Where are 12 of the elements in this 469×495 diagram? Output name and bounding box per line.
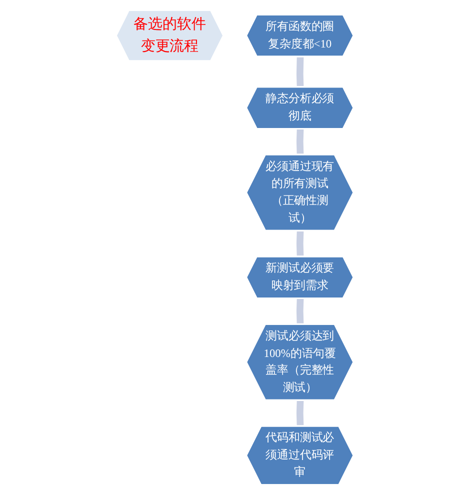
step-hexagon: 必须通过现有的所有测试（正确性测试） (245, 154, 354, 232)
step-hexagon: 代码和测试必须通过代码评审 (245, 425, 354, 486)
step-hexagon: 测试必须达到100%的语句覆盖率（完整性测试） (245, 323, 354, 401)
step-hexagon: 新测试必须要映射到需求 (245, 256, 354, 299)
step-hexagon: 静态分析必须彻底 (245, 86, 354, 130)
step-hexagon: 所有函数的圈复杂度都<10 (245, 14, 354, 58)
connector-band (296, 128, 304, 156)
hub-hexagon: 备选的软件变更流程 (115, 9, 224, 62)
connector-band (296, 56, 304, 88)
connector-band (296, 298, 304, 325)
connector-band (296, 230, 304, 257)
connector-band (296, 400, 304, 426)
